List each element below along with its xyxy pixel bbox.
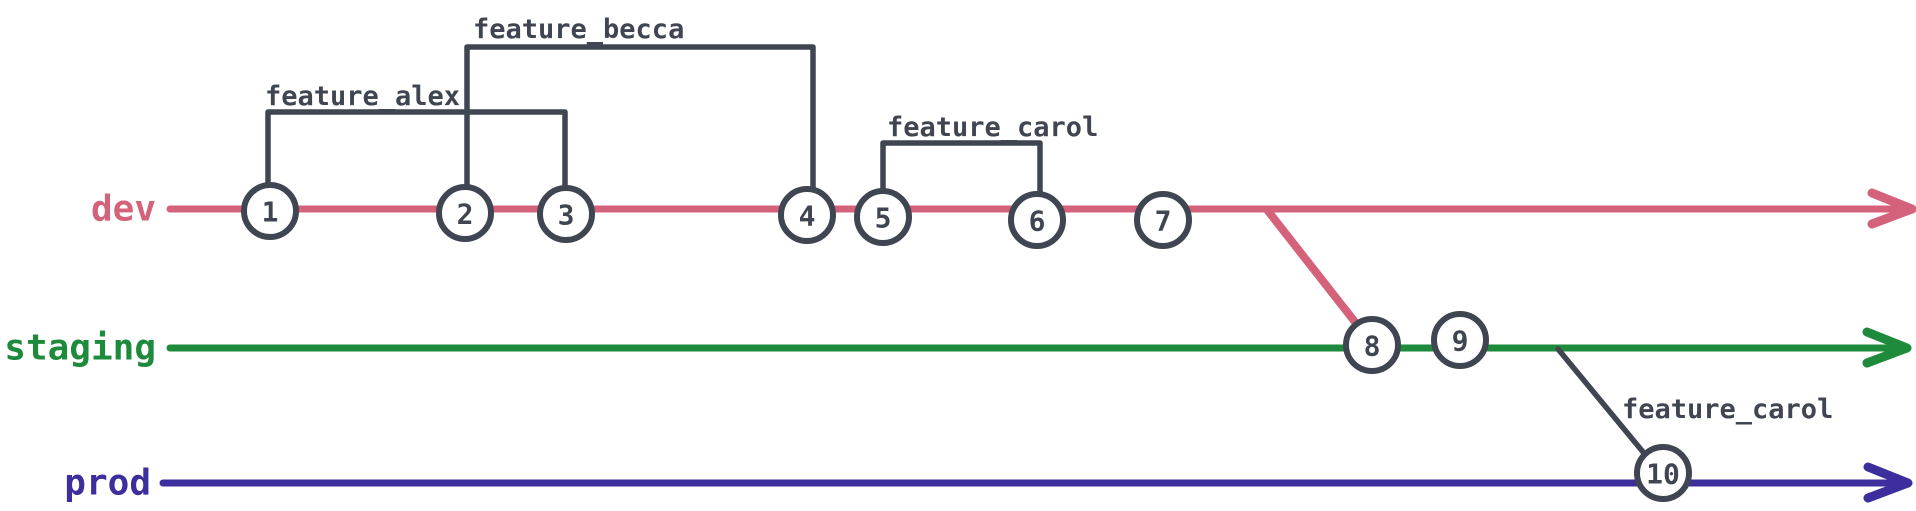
feature-bracket-feature_alex <box>265 109 568 195</box>
feature-label-feature_becca: feature_becca <box>473 14 684 45</box>
commit-node-7 <box>1134 191 1192 249</box>
branch-label-dev: dev <box>91 189 156 230</box>
merge-edge-dev-to-staging <box>1264 207 1370 340</box>
commit-label-4: 4 <box>799 200 816 233</box>
commit-node-9 <box>1431 311 1489 369</box>
arrow-right-icon-prod <box>1863 462 1913 503</box>
commit-node-5 <box>854 188 912 246</box>
commit-node-6 <box>1008 191 1066 249</box>
commit-node-2 <box>436 184 494 242</box>
commit-label-9: 9 <box>1452 325 1469 358</box>
feature-label-feature_carol: feature_carol <box>887 112 1098 143</box>
commit-label-6: 6 <box>1029 205 1046 238</box>
feature-bracket-feature_becca <box>464 44 816 196</box>
commit-node-4 <box>778 186 836 244</box>
commit-label-8: 8 <box>1364 330 1381 363</box>
merge-edge-staging-to-prod <box>1555 346 1651 461</box>
commit-node-1 <box>241 182 299 240</box>
arrow-right-icon-staging <box>1862 327 1912 368</box>
arrow-right-icon-dev <box>1867 188 1916 229</box>
merge-label-feature_carol: feature_carol <box>1622 394 1833 425</box>
commit-label-2: 2 <box>457 198 474 231</box>
branch-label-prod: prod <box>64 463 151 504</box>
commit-label-10: 10 <box>1646 458 1680 491</box>
commit-node-8 <box>1343 316 1401 374</box>
commit-label-1: 1 <box>262 196 279 229</box>
commit-label-5: 5 <box>875 202 892 235</box>
commit-label-3: 3 <box>558 199 575 232</box>
commit-node-10 <box>1634 444 1692 502</box>
feature-label-feature_alex: feature_alex <box>265 81 460 112</box>
commit-node-3 <box>537 185 595 243</box>
branch-label-staging: staging <box>4 328 156 369</box>
feature-bracket-feature_carol <box>880 140 1043 201</box>
commit-label-7: 7 <box>1155 205 1172 238</box>
